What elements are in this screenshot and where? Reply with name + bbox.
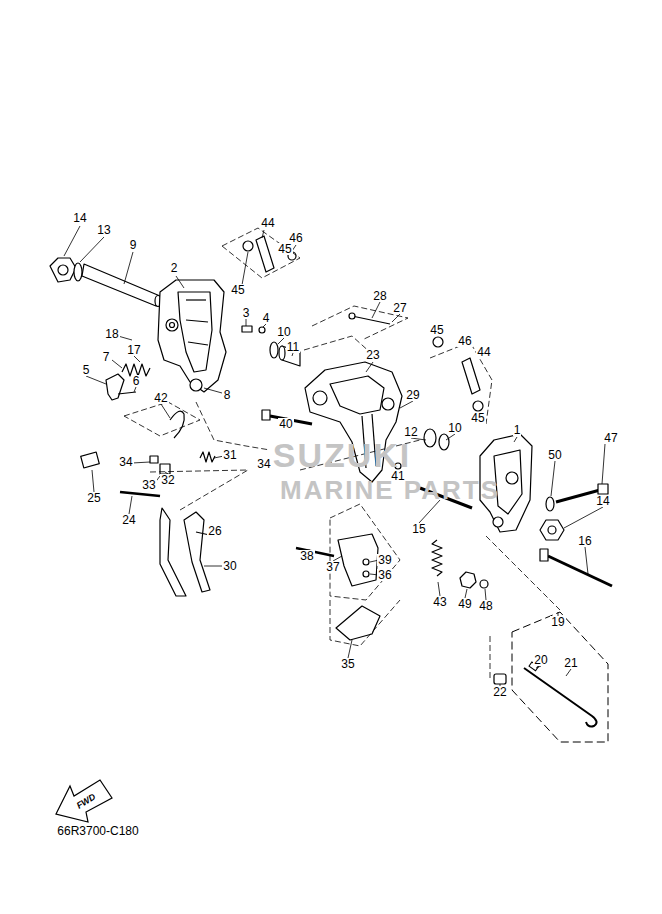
callout-number: 34 <box>118 456 133 468</box>
callout-number: 19 <box>550 616 565 628</box>
callout-number: 3 <box>242 307 251 319</box>
callout-number: 24 <box>121 514 136 526</box>
callout-number: 28 <box>372 290 387 302</box>
callout-number: 32 <box>160 474 175 486</box>
callout-number: 17 <box>126 344 141 356</box>
callout-number: 8 <box>223 389 232 401</box>
callout-number: 45 <box>429 324 444 336</box>
callout-number: 42 <box>153 392 168 404</box>
callout-number: 21 <box>563 657 578 669</box>
callout-number: 16 <box>577 535 592 547</box>
callout-number: 43 <box>432 596 447 608</box>
callout-number: 44 <box>476 346 491 358</box>
callout-number: 33 <box>141 479 156 491</box>
callout-number: 13 <box>96 224 111 236</box>
callout-number: 9 <box>129 239 138 251</box>
callout-number: 48 <box>478 600 493 612</box>
callout-number: 39 <box>377 554 392 566</box>
callout-number: 36 <box>377 569 392 581</box>
callout-number: 7 <box>102 351 111 363</box>
callout-number: 20 <box>533 654 548 666</box>
callout-number: 46 <box>457 335 472 347</box>
direction-label: FWD <box>75 792 97 810</box>
callout-number: 25 <box>86 492 101 504</box>
callout-number: 12 <box>403 426 418 438</box>
callout-number: 37 <box>325 561 340 573</box>
callout-number: 4 <box>262 312 271 324</box>
callout-number: 27 <box>392 302 407 314</box>
callout-number: 47 <box>603 432 618 444</box>
callout-number: 45 <box>230 284 245 296</box>
callout-number: 38 <box>299 550 314 562</box>
callout-number: 29 <box>405 389 420 401</box>
callout-number: 14 <box>72 212 87 224</box>
callout-number: 45 <box>470 412 485 424</box>
callout-number: 2 <box>170 262 179 274</box>
callout-number: 45 <box>277 243 292 255</box>
watermark-text: MARINE PARTS <box>280 477 500 503</box>
callout-number: 31 <box>222 449 237 461</box>
callout-number: 26 <box>207 525 222 537</box>
callout-number: 11 <box>286 341 300 353</box>
callout-number: 50 <box>547 449 562 461</box>
callout-number: 14 <box>595 495 610 507</box>
callout-number: 49 <box>457 598 472 610</box>
callout-number: 18 <box>104 328 119 340</box>
watermark-text: SUZUKI <box>273 438 412 472</box>
callout-number: 22 <box>492 686 507 698</box>
callout-number: 1 <box>513 424 522 436</box>
callout-number: 6 <box>132 375 141 387</box>
callout-number: 35 <box>340 658 355 670</box>
callout-number: 10 <box>447 422 462 434</box>
callout-number: 40 <box>278 418 293 430</box>
callout-number: 15 <box>411 523 426 535</box>
callout-number: 30 <box>222 560 237 572</box>
callout-number: 10 <box>276 326 291 338</box>
callout-number: 34 <box>256 458 271 470</box>
callout-number: 5 <box>82 364 91 376</box>
callout-number: 23 <box>365 349 380 361</box>
diagram-code: 66R3700-C180 <box>57 825 138 837</box>
callout-number: 44 <box>260 217 275 229</box>
